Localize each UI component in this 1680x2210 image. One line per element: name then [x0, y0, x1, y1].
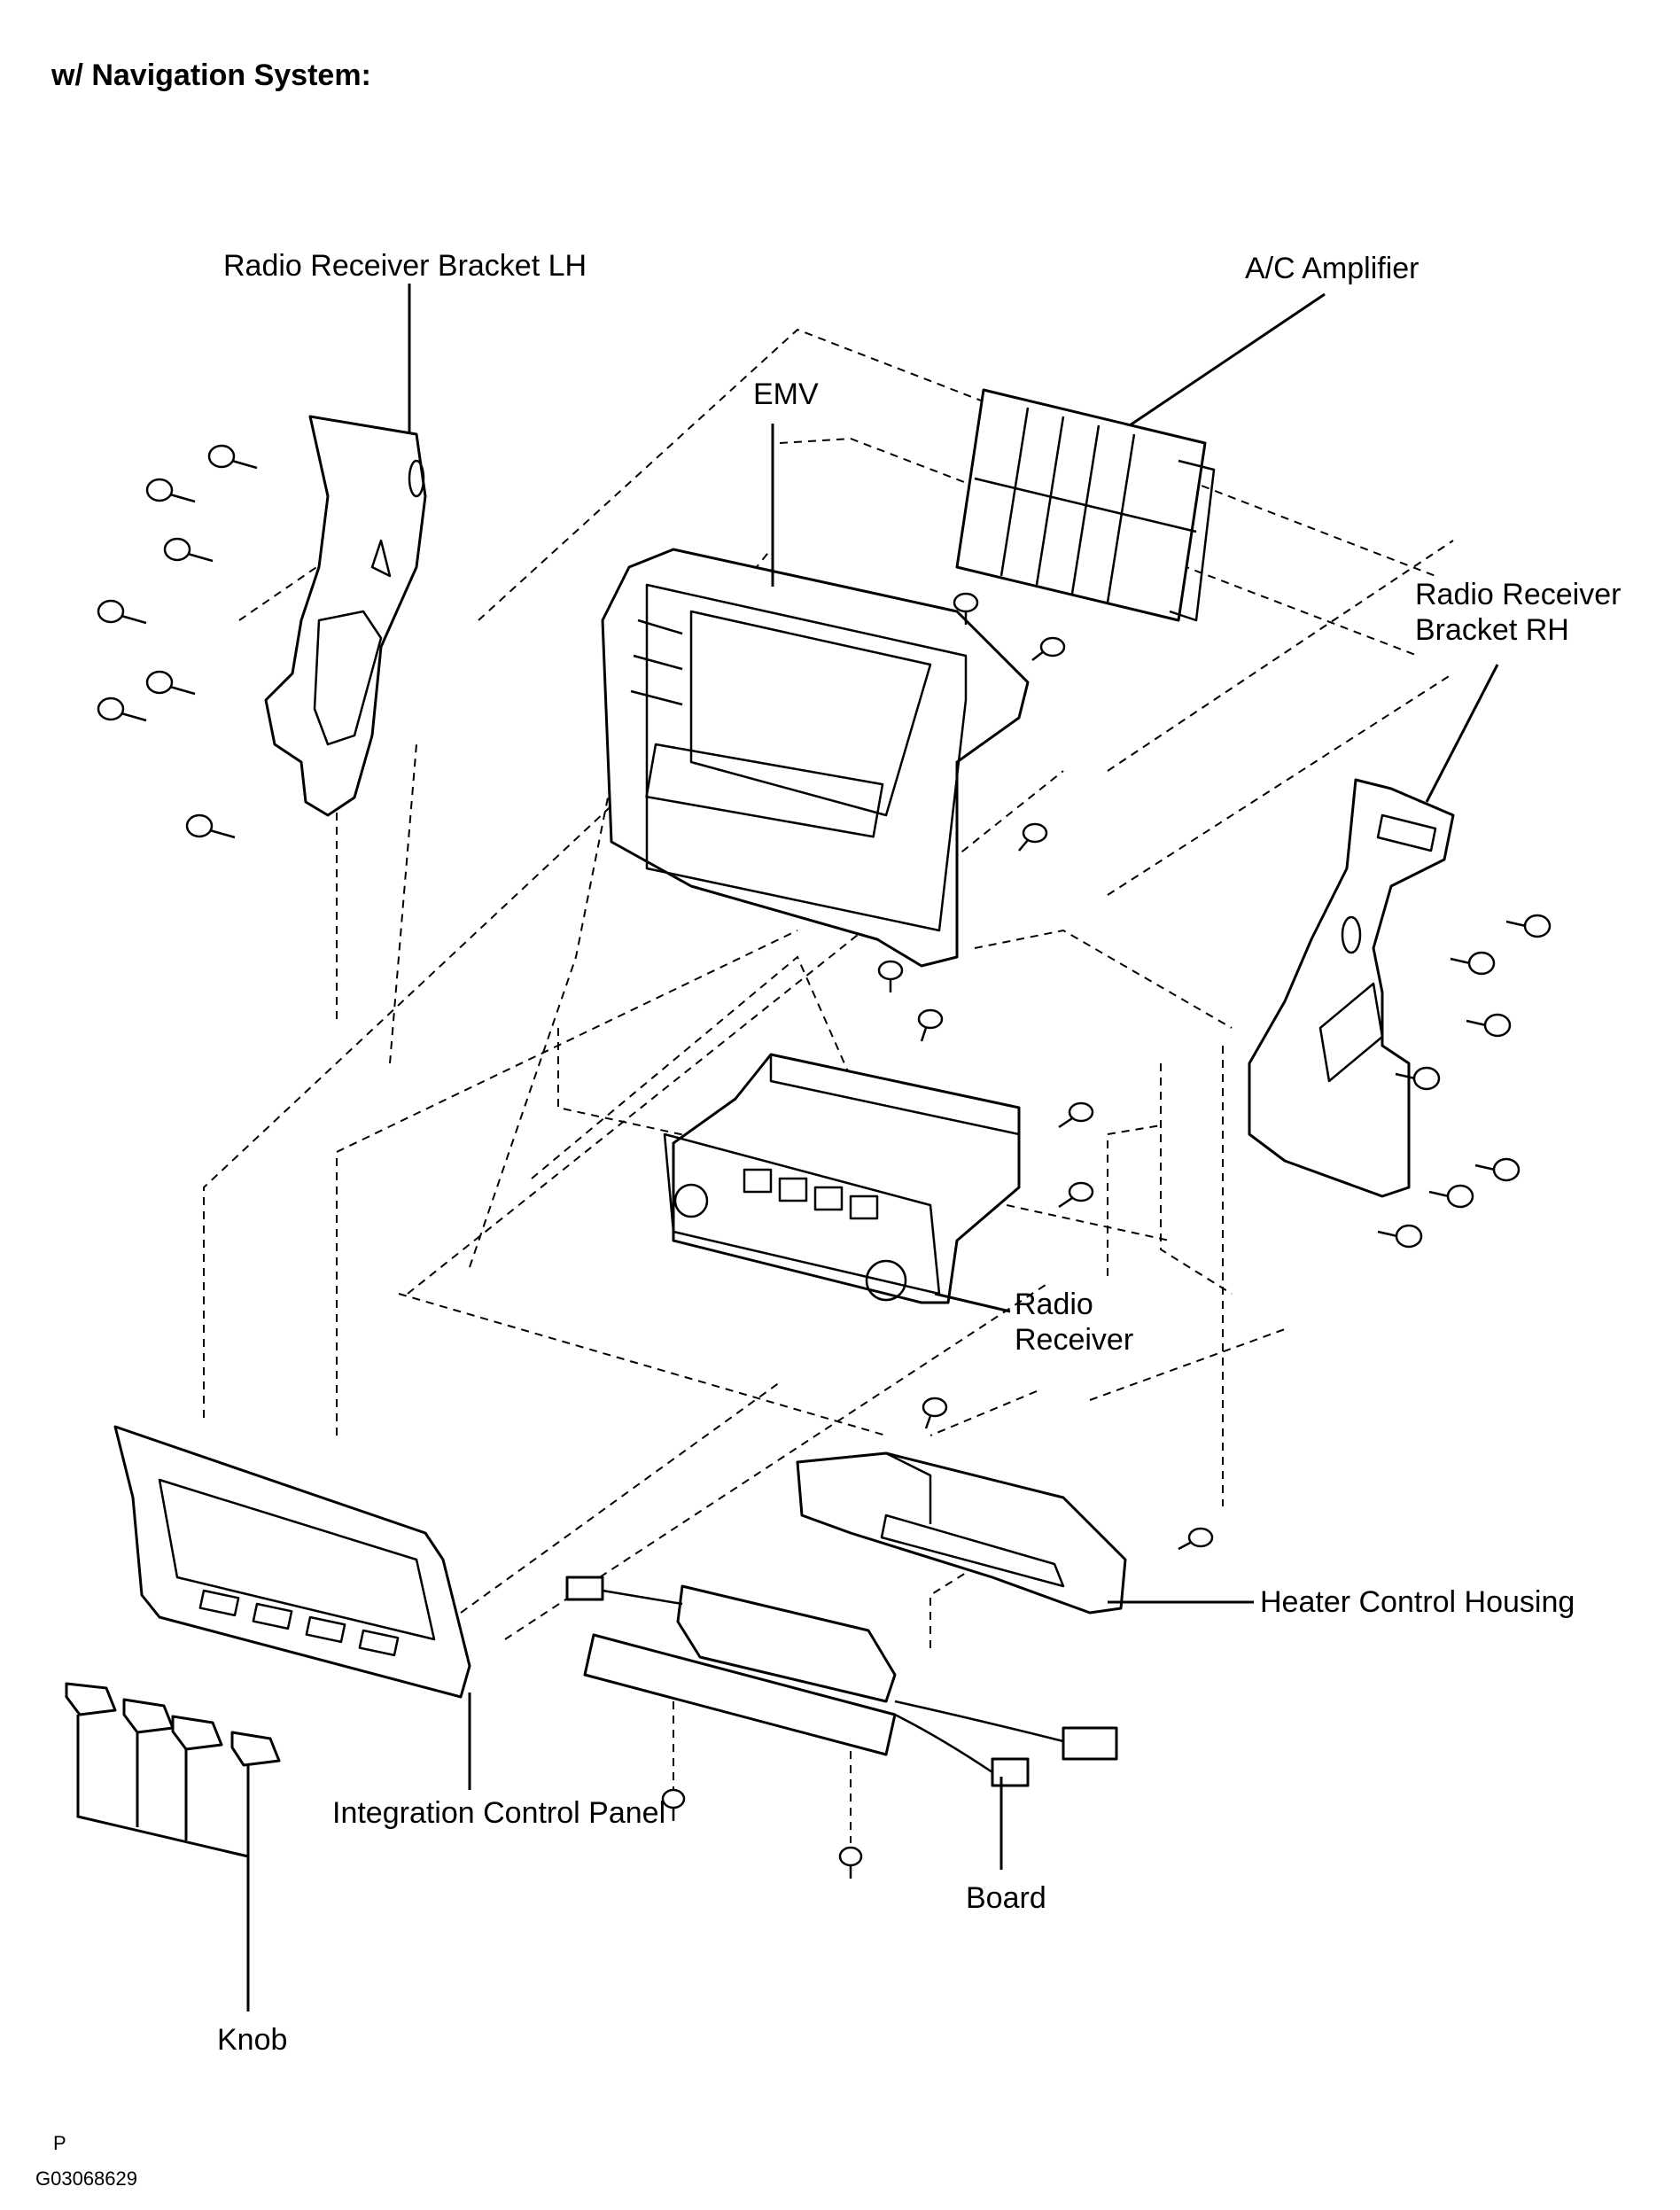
- label-radio-receiver-line2: Receiver: [1015, 1323, 1134, 1357]
- bolt-icon: [661, 1788, 686, 1821]
- label-knob: Knob: [217, 2023, 288, 2057]
- emv-screws: [877, 592, 1066, 1042]
- bolt-icon: [917, 1008, 944, 1042]
- bolt-icon: [145, 478, 196, 503]
- emv-unit: [601, 548, 1030, 968]
- bolt-icon: [1474, 1157, 1521, 1182]
- bolt-icon: [1395, 1066, 1441, 1091]
- bolt-icon: [185, 813, 236, 839]
- label-radio-receiver-bracket-rh-line1: Radio Receiver: [1415, 578, 1622, 611]
- bolt-icon: [1058, 1101, 1094, 1129]
- label-board: Board: [966, 1881, 1046, 1915]
- bolt-icon: [1178, 1527, 1214, 1551]
- bolt-icon: [922, 1397, 948, 1429]
- leader-lines: [76, 284, 1499, 2012]
- heater-control-housing: [796, 1451, 1127, 1615]
- bolt-icon: [1018, 822, 1048, 852]
- bolts-lh: [97, 444, 258, 839]
- bolt-icon: [877, 960, 904, 992]
- knobs: [65, 1682, 281, 1767]
- bolt-icon: [1450, 951, 1496, 976]
- bolt-icon: [97, 599, 147, 625]
- label-radio-receiver-bracket-lh: Radio Receiver Bracket LH: [223, 249, 587, 283]
- page-title: w/ Navigation System:: [51, 58, 371, 92]
- bolt-icon: [1058, 1181, 1094, 1209]
- label-radio-receiver-bracket-rh-line2: Bracket RH: [1415, 613, 1569, 647]
- integration-control-panel: [113, 1425, 471, 1699]
- figure-code: G03068629: [35, 2167, 137, 2190]
- heater-housing-screws: [922, 1397, 1214, 1551]
- bolt-icon: [1466, 1013, 1512, 1038]
- label-radio-receiver-line1: Radio: [1015, 1288, 1093, 1321]
- label-heater-control-housing: Heater Control Housing: [1260, 1585, 1575, 1619]
- board-screws: [661, 1788, 863, 1879]
- bolt-icon: [1377, 1224, 1423, 1249]
- radio-receiver: [663, 1053, 1021, 1304]
- radio-receiver-screws: [1058, 1101, 1094, 1209]
- label-emv: EMV: [753, 377, 819, 411]
- ac-amplifier: [955, 388, 1216, 622]
- bolt-icon: [1031, 636, 1066, 661]
- bolt-icon: [163, 537, 214, 563]
- radio-receiver-bracket-lh: [264, 415, 427, 817]
- bolts-rh: [1377, 914, 1552, 1249]
- label-ac-amplifier: A/C Amplifier: [1245, 252, 1419, 285]
- bolt-icon: [207, 444, 258, 470]
- bolt-icon: [97, 696, 147, 722]
- bolt-icon: [1505, 914, 1552, 938]
- bolt-icon: [838, 1846, 863, 1879]
- label-integration-control-panel: Integration Control Panel: [332, 1796, 666, 1830]
- bolt-icon: [145, 670, 196, 696]
- bolt-icon: [953, 592, 979, 625]
- radio-receiver-bracket-rh: [1248, 778, 1455, 1198]
- bolt-icon: [1428, 1184, 1474, 1209]
- page-marker: P: [53, 2132, 66, 2154]
- board: [565, 1576, 1118, 1787]
